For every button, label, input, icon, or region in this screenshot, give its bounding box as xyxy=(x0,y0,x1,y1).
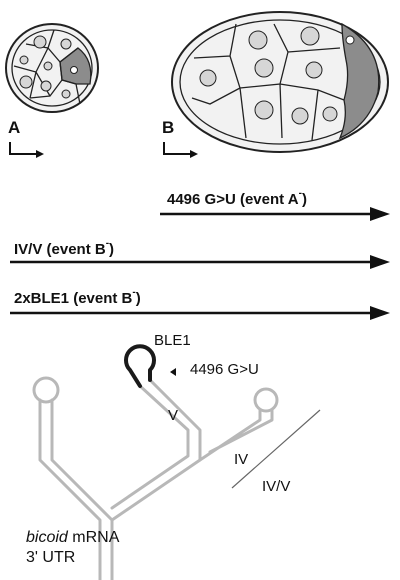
oocyte-a xyxy=(59,47,92,85)
figure-caption: bicoid mRNA 3' UTR xyxy=(26,529,120,566)
nucleus-b-4 xyxy=(254,58,274,78)
mutation-label: 4496 G>U xyxy=(190,361,259,378)
oocyte-b xyxy=(338,22,380,140)
arrow-ivv xyxy=(10,255,390,269)
nucleus-b-8 xyxy=(322,106,338,122)
nucleus-a-1 xyxy=(33,35,47,49)
oocyte-nucleus-a xyxy=(70,66,78,74)
egg-chamber-a xyxy=(5,23,99,113)
arrow-label-4496: 4496 G>U (event A-) xyxy=(167,188,307,208)
nucleus-a-5 xyxy=(19,75,33,89)
axis-marker-b xyxy=(163,142,198,158)
nucleus-b-7 xyxy=(291,107,309,125)
rna-stem-right-arm xyxy=(110,378,202,522)
nucleus-a-2 xyxy=(60,38,72,50)
rna-stem-far-right xyxy=(198,408,274,462)
egg-chamber-b xyxy=(171,11,389,153)
nucleus-b-2 xyxy=(300,26,320,46)
ble1-label: BLE1 xyxy=(154,332,191,349)
v-label: V xyxy=(168,407,179,424)
arrow-label-ble: 2xBLE1 (event B-) xyxy=(14,287,141,307)
iv-v-bracket xyxy=(231,409,321,489)
panel-label-b: B xyxy=(162,118,175,137)
nucleus-a-3 xyxy=(19,55,29,65)
panel-label-a: A xyxy=(8,118,21,137)
nucleus-b-1 xyxy=(248,30,268,50)
nucleus-b-3 xyxy=(199,69,217,87)
nurse-cell-borders-b xyxy=(191,23,345,141)
nucleus-a-7 xyxy=(61,89,71,99)
mutation-marker xyxy=(170,368,176,376)
oocyte-nucleus-b xyxy=(345,35,355,45)
rna-left-loop xyxy=(32,376,60,404)
arrow-label-ivv: IV/V (event B-) xyxy=(14,238,115,258)
rna-stem-left-arm xyxy=(38,398,114,580)
ble1-stem-loop xyxy=(124,344,156,388)
rna-right-loop xyxy=(253,387,279,413)
nucleus-a-6 xyxy=(40,80,52,92)
nurse-cell-borders-a xyxy=(13,29,81,105)
arrow-4496 xyxy=(160,207,390,221)
nucleus-b-6 xyxy=(254,100,274,120)
rna-structure xyxy=(32,344,321,580)
arrow-ble xyxy=(10,306,390,320)
nucleus-a-4 xyxy=(43,61,53,71)
iv-label: IV xyxy=(234,451,249,468)
egg-chamber-b-follicle-layer xyxy=(179,19,381,145)
egg-chamber-a-follicle-layer xyxy=(11,29,93,107)
axis-marker-a xyxy=(9,142,44,158)
iv-v-label: IV/V xyxy=(262,478,291,495)
nucleus-b-5 xyxy=(305,61,323,79)
